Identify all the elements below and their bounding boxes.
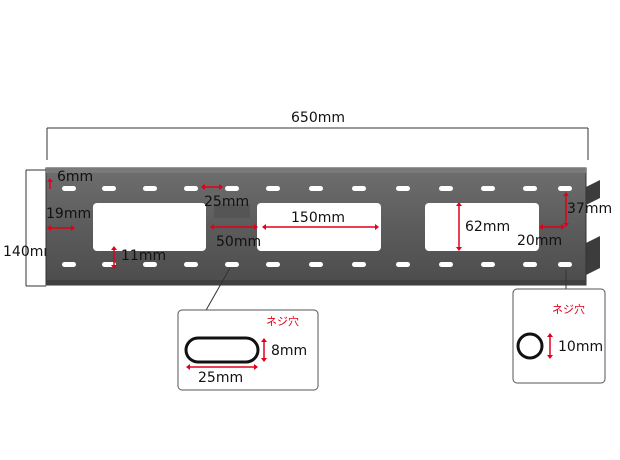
- right-offset-label: 37mm: [567, 201, 612, 217]
- slot-hole-shape: [184, 336, 260, 364]
- slot-leader-line: [204, 267, 231, 313]
- side-offset-label: 19mm: [46, 206, 91, 222]
- dimension-labels: 6mm 19mm 25mm 150mm 50mm 11mm 62mm 37mm …: [46, 169, 612, 264]
- slot-pitch-label: 25mm: [204, 194, 249, 210]
- window-height-label: 62mm: [465, 219, 510, 235]
- slot-gap-label: 11mm: [121, 248, 166, 264]
- plate-bottom-edge: [46, 280, 586, 285]
- slot-height-label: 8mm: [271, 343, 307, 359]
- top-margin-label: 6mm: [57, 169, 93, 185]
- overall-width-label: 650mm: [291, 110, 345, 126]
- slot-callout-title: ネジ穴: [266, 314, 299, 328]
- round-callout-title: ネジ穴: [552, 302, 585, 316]
- slot-row-top: [62, 186, 572, 191]
- round-hole-shape: [516, 332, 544, 360]
- overall-width-dimension: 650mm: [46, 110, 589, 160]
- right-flange-bottom: [584, 236, 600, 276]
- right-margin-label: 20mm: [517, 233, 562, 249]
- slot-width-label: 25mm: [198, 370, 243, 386]
- center-rib: [214, 204, 250, 218]
- overall-height-label: 140mm: [3, 244, 57, 260]
- red-arrows: [47, 178, 569, 269]
- slot-hole-callout: ネジ穴 8mm 25mm: [177, 309, 319, 391]
- plate-top-edge: [46, 168, 586, 173]
- right-flange-top: [584, 180, 600, 206]
- center-span-label: 150mm: [291, 210, 345, 226]
- window-right: [425, 203, 539, 251]
- round-hole-callout: ネジ穴 10mm: [512, 288, 606, 384]
- window-left: [93, 203, 206, 251]
- round-diameter-label: 10mm: [558, 339, 603, 355]
- overall-height-dimension: 140mm: [3, 169, 57, 287]
- window-gap-label: 50mm: [216, 234, 261, 250]
